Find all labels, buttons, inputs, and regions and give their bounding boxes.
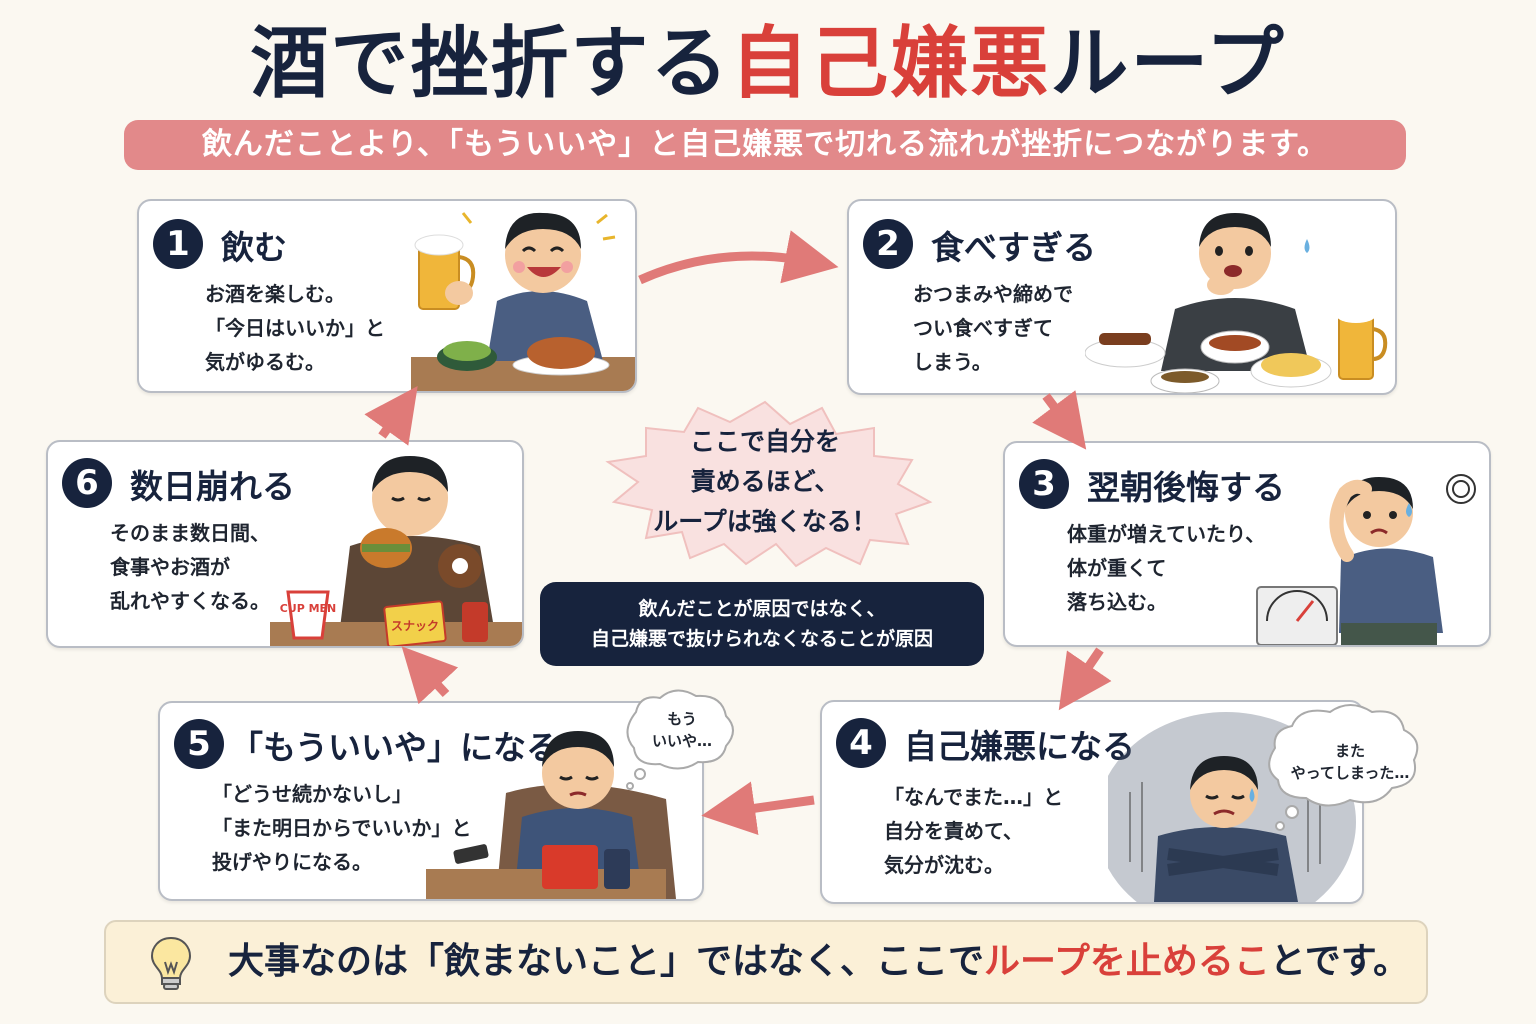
- key-message-banner: 大事なのは「飲まないこと」ではなく、ここでループを止めることです。: [104, 920, 1428, 1004]
- step-title: 数日崩れる: [130, 467, 295, 506]
- title-accent: 自己嫌悪: [730, 19, 1051, 109]
- arrow-4-to-5: [701, 781, 815, 836]
- arrow-5-to-6: [401, 646, 459, 705]
- step-title: 飲む: [221, 228, 287, 267]
- description-line: 気分が沈む。: [884, 853, 1004, 877]
- bubble-line: もう: [667, 710, 697, 728]
- step-card-1: 1 飲む お酒を楽しむ。 「今日はいいか」と 気がゆるむ。: [137, 199, 637, 393]
- bubble-line: また: [1334, 742, 1365, 760]
- step-description: おつまみや締めで つい食べすぎて しまう。: [913, 277, 1073, 379]
- step-title: 自己嫌悪になる: [904, 727, 1135, 766]
- description-line: 「なんでまた…」と: [884, 785, 1063, 809]
- description-line: 体重が増えていたり、: [1067, 522, 1266, 546]
- title-main: 酒で挫折する: [250, 19, 731, 109]
- step-card-5: 5 「もういいや」になる 「どうせ続かないし」 「また明日からでいいか」と 投げ…: [158, 701, 704, 901]
- description-line: お酒を楽しむ。: [205, 282, 345, 306]
- description-line: 投げやりになる。: [212, 850, 372, 874]
- step-card-2: 2 食べすぎる おつまみや締めで つい食べすぎて しまう。: [847, 199, 1397, 395]
- step-number-badge: 1: [153, 219, 203, 269]
- arrow-3-to-4: [1058, 647, 1112, 711]
- note-line: 飲んだことが原因ではなく、: [638, 598, 886, 620]
- cup-noodle-label: CUP MEN: [280, 602, 337, 615]
- step-description: 体重が増えていたり、 体が重くて 落ち込む。: [1067, 517, 1265, 619]
- bubble-line: やってしまった…: [1290, 764, 1410, 782]
- description-line: 「また明日からでいいか」と: [212, 816, 472, 840]
- description-line: 食事やお酒が: [110, 555, 230, 579]
- note-line: 自己嫌悪で抜けられなくなることが原因: [590, 628, 933, 650]
- warning-burst: [605, 400, 933, 568]
- burst-line: ここで自分を: [689, 427, 840, 456]
- title-tail: ループ: [1050, 19, 1286, 109]
- binge-eating-man-illustration: CUP MEN スナック: [270, 456, 522, 646]
- description-line: 落ち込む。: [1067, 590, 1167, 614]
- step-number-badge: 6: [62, 458, 112, 508]
- step-number-badge: 5: [174, 719, 224, 769]
- description-line: 「どうせ続かないし」: [212, 782, 412, 806]
- burst-line: ループは強くなる！: [653, 507, 877, 536]
- step-card-6: 6 数日崩れる そのまま数日間、 食事やお酒が 乱れやすくなる。 CUP MEN…: [46, 440, 524, 648]
- description-line: 「今日はいいか」と: [205, 316, 385, 340]
- burst-line: 責めるほど、: [690, 467, 840, 496]
- step-title: 「もういいや」になる: [230, 728, 560, 767]
- step-description: 「なんでまた…」と 自分を責めて、 気分が沈む。: [884, 780, 1063, 882]
- message-accent: ループを止めるこ: [984, 941, 1270, 982]
- description-line: おつまみや締めで: [913, 282, 1073, 306]
- description-line: つい食べすぎて: [913, 316, 1053, 340]
- description-line: 気がゆるむ。: [205, 350, 325, 374]
- message-post: とです。: [1269, 941, 1410, 982]
- giving-up-man-illustration: [426, 731, 676, 899]
- cause-note: 飲んだことが原因ではなく、 自己嫌悪で抜けられなくなることが原因: [540, 582, 984, 666]
- arrow-2-to-3: [1032, 390, 1087, 450]
- description-line: 乱れやすくなる。: [110, 589, 270, 613]
- description-line: 体が重くて: [1067, 556, 1167, 580]
- key-message-text: 大事なのは「飲まないこと」ではなく、ここでループを止めることです。: [228, 922, 1409, 1002]
- description-line: 自分を責めて、: [884, 819, 1023, 843]
- description-line: しまう。: [913, 350, 992, 374]
- bubble-line: いいや…: [651, 732, 712, 750]
- page-title: 酒で挫折する自己嫌悪ループ: [0, 14, 1536, 114]
- step-number-badge: 4: [836, 718, 886, 768]
- step-number-badge: 2: [863, 219, 913, 269]
- message-pre: 大事なのは「飲まないこと」ではなく、ここで: [228, 941, 985, 982]
- step-description: 「どうせ続かないし」 「また明日からでいいか」と 投げやりになる。: [212, 777, 471, 879]
- step-card-3: 3 翌朝後悔する 体重が増えていたり、 体が重くて 落ち込む。: [1003, 441, 1491, 647]
- regretful-man-illustration: [1256, 474, 1476, 645]
- step-number-badge: 3: [1019, 459, 1069, 509]
- arrow-6-to-1: [364, 386, 418, 446]
- subtitle-banner: 飲んだことより、「もういいや」と自己嫌悪で切れる流れが挫折につながります。: [124, 120, 1406, 170]
- step-title: 翌朝後悔する: [1087, 468, 1285, 507]
- step-card-4: 4 自己嫌悪になる 「なんでまた…」と 自分を責めて、 気分が沈む。: [820, 700, 1364, 904]
- snack-bag-label: スナック: [391, 619, 439, 633]
- self-loathing-man-illustration: [1108, 712, 1356, 902]
- overeating-man-illustration: [1085, 213, 1388, 393]
- description-line: そのまま数日間、: [110, 521, 270, 545]
- step-description: お酒を楽しむ。 「今日はいいか」と 気がゆるむ。: [205, 277, 385, 379]
- lightbulb-icon: [150, 936, 192, 990]
- step-title: 食べすぎる: [931, 228, 1096, 267]
- drinking-man-illustration: [411, 212, 635, 391]
- thought-bubble-text-step4: また やってしまった…: [1278, 740, 1422, 784]
- step-description: そのまま数日間、 食事やお酒が 乱れやすくなる。: [110, 516, 270, 618]
- thought-bubble-text-step5: もう いいや…: [636, 708, 728, 752]
- warning-burst-text: ここで自分を 責めるほど、 ループは強くなる！: [620, 422, 910, 542]
- arrow-1-to-2: [638, 230, 839, 285]
